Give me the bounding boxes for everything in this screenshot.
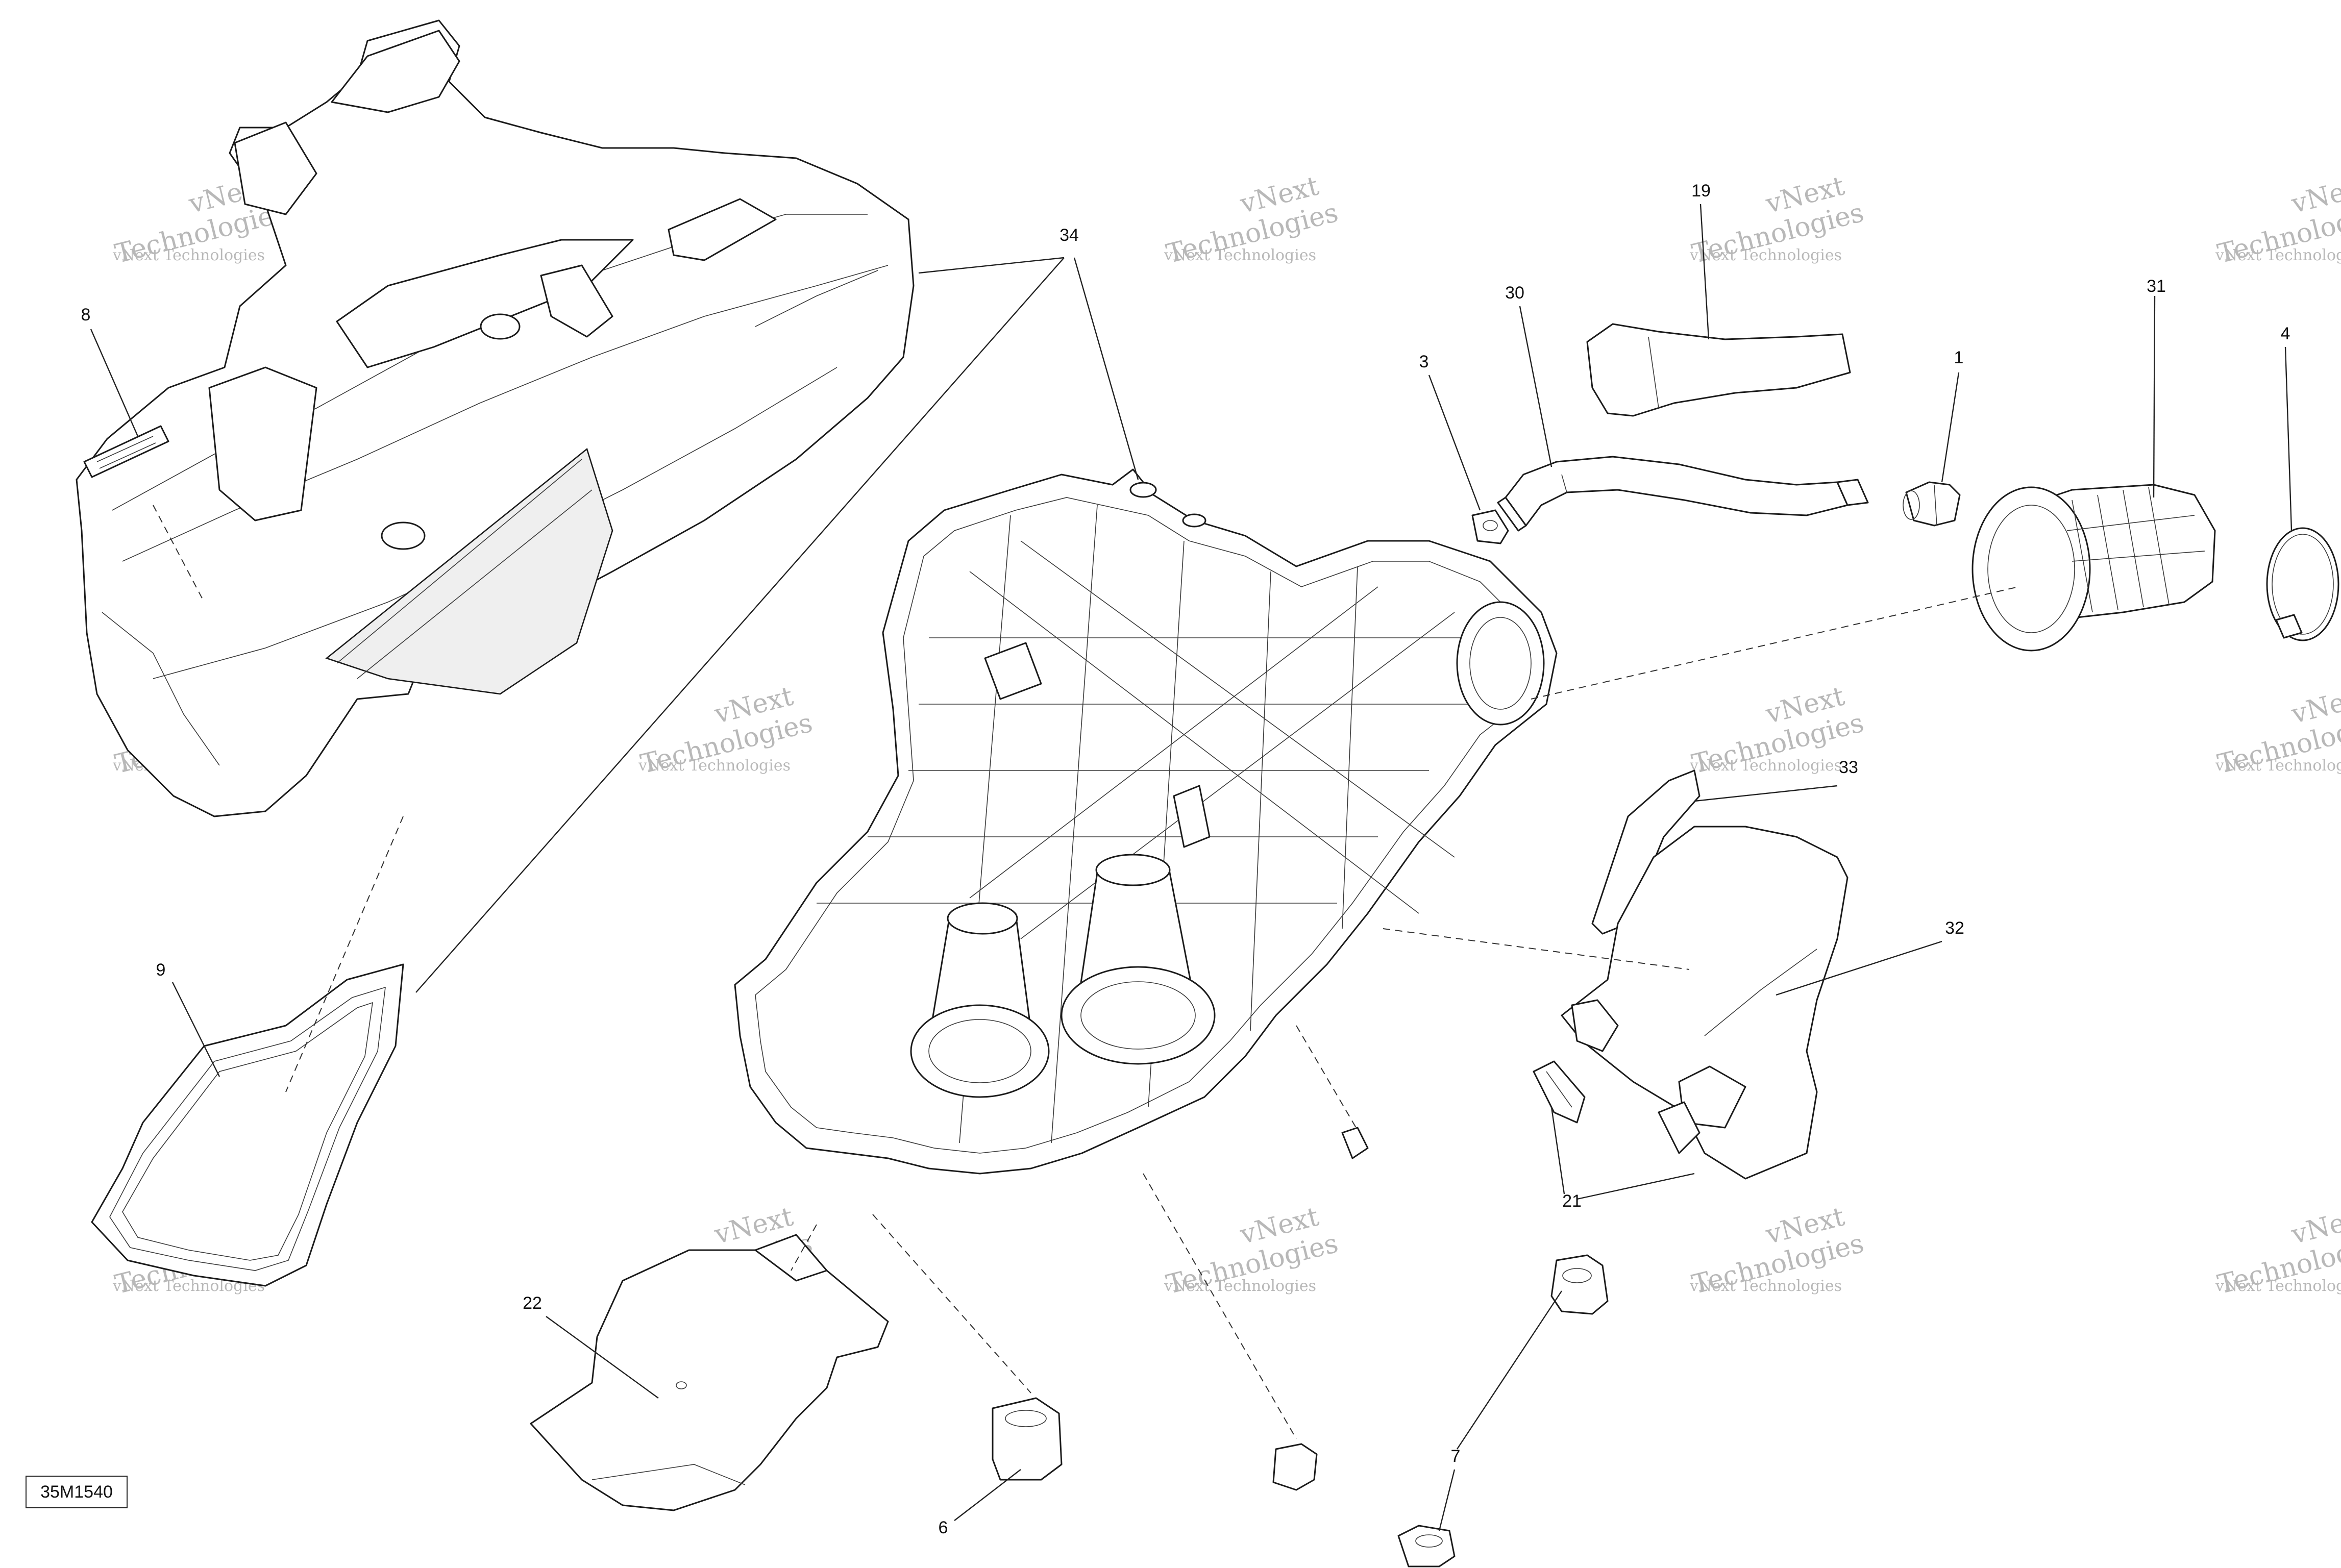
part-air-filter: [1972, 484, 2216, 652]
callout-3: 3: [1419, 352, 1429, 371]
part-clips: [1533, 1060, 1701, 1154]
callout-4: 4: [2281, 324, 2290, 343]
watermark-line: vNext Technologies: [2215, 246, 2341, 264]
watermark-line: vNext Technologies: [2215, 757, 2341, 775]
callout-6: 6: [939, 1518, 948, 1537]
callout-19: 19: [1691, 181, 1711, 201]
part-upper-airbox-cover: [76, 19, 915, 817]
watermark-line: vNext Technologies: [1689, 1277, 1842, 1295]
part-fitting: [1903, 481, 1961, 527]
watermark-line: vNext Technologies: [1689, 246, 1842, 264]
part-small-clamp: [1471, 509, 1509, 544]
drawing-code: 35M1540: [40, 1482, 113, 1502]
part-warning-label: [83, 425, 169, 478]
watermark-line: vNext Technologies: [112, 246, 265, 264]
part-seal-strip: [1591, 769, 1701, 935]
part-heat-shield-right: [1561, 826, 1849, 1180]
watermark-line: vNext Technologies: [638, 757, 791, 775]
part-hose-clamp: [2266, 527, 2339, 641]
part-bushing-small: [1272, 1127, 1369, 1491]
callout-7: 7: [1451, 1447, 1461, 1466]
watermark-line: vNext Technologies: [2215, 1277, 2341, 1295]
callout-31: 31: [2147, 277, 2166, 296]
part-heat-shield-lower: [530, 1234, 889, 1511]
part-short-hose: [1586, 323, 1851, 417]
callout-34: 34: [1059, 226, 1079, 245]
part-lower-airbox-housing: [734, 468, 1558, 1175]
callout-21: 21: [1562, 1191, 1582, 1211]
leader-lines: [90, 204, 2293, 1531]
callout-1: 1: [1954, 348, 1964, 367]
callout-9: 9: [156, 960, 166, 980]
watermark-line: vNext Technologies: [1164, 1277, 1316, 1295]
part-bushing-upper: [1550, 1254, 1609, 1315]
callout-22: 22: [523, 1293, 542, 1313]
part-grommet: [992, 1397, 1063, 1481]
callout-33: 33: [1839, 758, 1858, 777]
watermark-line: vNext Technologies: [1689, 757, 1842, 775]
callout-30: 30: [1505, 283, 1524, 303]
watermark-line: vNext Technologies: [1164, 246, 1316, 264]
callout-32: 32: [1945, 918, 1964, 938]
part-bushing-lower: [1397, 1525, 1456, 1567]
drawing-code-box: 35M1540: [26, 1476, 128, 1508]
part-gasket-frame: [91, 963, 404, 1287]
assembly-dashed-lines: [153, 505, 2019, 1439]
callout-labels: 34 8 9 3 30 19 1 31 4 33 32 21 22 6 7: [81, 181, 2290, 1537]
callout-8: 8: [81, 305, 91, 325]
part-long-hose: [1497, 456, 1869, 532]
